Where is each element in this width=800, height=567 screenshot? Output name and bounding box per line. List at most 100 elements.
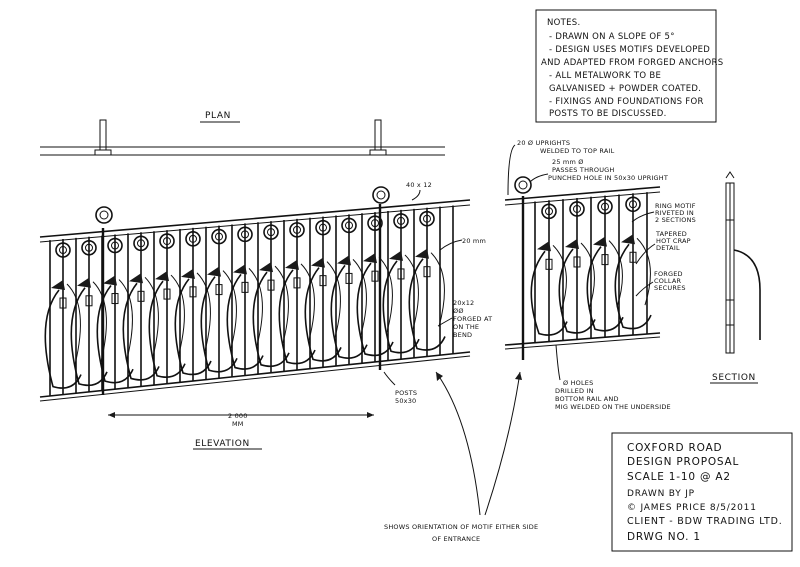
elevation-view: 2 000 MM ELEVATION 40 x 12 20 mm 20x12 Ø… [39, 181, 492, 450]
motif-ring [541, 203, 557, 220]
motif-fluke [614, 243, 652, 330]
motif-collar [137, 290, 145, 302]
callout-collar-3: SECURES [654, 284, 686, 292]
motif-ring-inner [573, 204, 581, 213]
motif-arm [608, 240, 623, 308]
anchor-motif [44, 242, 82, 389]
motif-ring [419, 210, 435, 227]
motif-spear-tip [129, 273, 143, 284]
flat-bar-label-3: FORGED AT [453, 315, 492, 323]
motif-collar [189, 286, 197, 298]
anchor-motif [586, 198, 624, 332]
title-line-5: © JAMES PRICE 8/5/2011 [627, 503, 757, 513]
anchor-motif [408, 210, 446, 351]
plan-post-left [94, 119, 112, 156]
posts-label-2: 50x30 [395, 397, 416, 405]
motif-arm [326, 261, 341, 338]
motif-fluke [122, 282, 160, 381]
motif-spear-tip [77, 277, 91, 288]
title-line-4: DRAWN BY JP [627, 489, 695, 499]
motif-fluke [382, 260, 420, 354]
motif-arm [196, 272, 211, 352]
notes-line: - DESIGN USES MOTIFS DEVELOPED [549, 45, 710, 55]
motif-ring-inner [267, 228, 275, 237]
motif-collar [267, 279, 275, 291]
notes-line: POSTS TO BE DISCUSSED. [549, 109, 667, 119]
anchor-motif [252, 224, 290, 368]
motif-fluke [586, 246, 624, 332]
motif-ring-inner [423, 214, 431, 223]
motif-spear-tip [285, 259, 299, 270]
motif-collar [319, 275, 327, 287]
motif-collar [293, 277, 301, 289]
callout-passes-2: PASSES THROUGH [552, 166, 614, 174]
notes-line: - DRAWN ON A SLOPE OF 5° [549, 32, 675, 42]
motif-arm [92, 281, 107, 362]
callout-taper-1: TAPERED [655, 230, 687, 238]
motif-ring [569, 201, 585, 217]
anchor-motif [174, 231, 212, 376]
motif-ring-inner [319, 223, 327, 232]
detail-top-rail [504, 186, 661, 201]
section-label: SECTION [712, 373, 756, 383]
anchor-motifs-group [44, 210, 446, 389]
motif-spear-tip [565, 238, 579, 249]
callout-collar-1: FORGED [654, 270, 683, 278]
motif-spear-tip [233, 264, 247, 275]
motif-fluke [200, 276, 238, 373]
motif-arm [66, 283, 81, 365]
motif-ring-inner [215, 232, 223, 241]
elevation-post-right [372, 186, 390, 370]
motif-collar [215, 284, 223, 296]
callout-passes-1: 25 mm Ø [552, 158, 584, 166]
section-motif [733, 249, 761, 340]
motif-spear-tip [311, 257, 325, 268]
motif-collar [371, 270, 379, 282]
motif-collar [241, 281, 249, 293]
motif-ring [185, 231, 201, 247]
motif-ring-inner [629, 200, 637, 209]
anchor-motif [558, 201, 596, 334]
motif-ring [289, 222, 305, 238]
anchor-motif [614, 196, 652, 330]
title-line-3: SCALE 1-10 @ A2 [627, 471, 731, 483]
motif-arm [170, 274, 185, 354]
motif-ring [315, 219, 331, 236]
motif-ring [237, 226, 253, 243]
motif-spear-tip [155, 271, 169, 282]
motif-ring-inner [189, 234, 197, 243]
title-line-6: CLIENT - BDW TRADING LTD. [627, 516, 783, 527]
motif-fluke [226, 273, 264, 370]
motif-ring [211, 228, 227, 245]
top-rail [39, 199, 471, 238]
motif-fluke [252, 271, 290, 368]
orientation-text-2: OF ENTRANCE [432, 535, 480, 543]
motif-collar [397, 268, 405, 280]
motif-ring-inner [163, 237, 171, 246]
motif-fluke [408, 258, 446, 351]
elevation-post-left [95, 206, 113, 395]
motif-ring [159, 233, 175, 249]
motif-arm [144, 276, 159, 357]
motif-ring [107, 237, 123, 254]
motif-spear-tip [621, 234, 635, 245]
title-block-frame [611, 432, 793, 552]
plan-view: PLAN [40, 111, 445, 156]
motif-ring [55, 242, 71, 258]
callout-uprights-2: WELDED TO TOP RAIL [540, 147, 615, 155]
motif-arm [636, 237, 651, 306]
motif-fluke [304, 267, 342, 362]
motif-ring-inner [293, 225, 301, 234]
detail-view: 20 Ø UPRIGHTS WELDED TO TOP RAIL 25 mm Ø… [504, 139, 696, 411]
motif-spear-tip [207, 266, 221, 277]
callout-holes-1: Ø HOLES [563, 379, 593, 387]
title-line-7: DRWG NO. 1 [627, 531, 701, 543]
anchor-motif [330, 217, 368, 359]
motif-spear-tip [593, 236, 607, 247]
motif-collar [629, 251, 637, 263]
anchor-motif [382, 213, 420, 354]
motif-spear-tip [103, 275, 117, 286]
motif-arm [248, 268, 263, 346]
motif-collar [59, 297, 67, 309]
motif-arm [580, 242, 595, 310]
